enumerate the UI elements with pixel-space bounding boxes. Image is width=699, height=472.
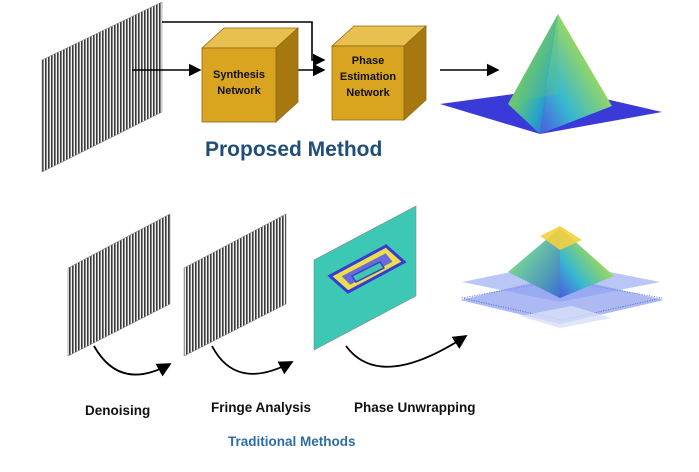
arrow-icon: [93, 345, 172, 377]
proposed-method-title: Proposed Method: [205, 138, 383, 161]
fringe-pattern-icon: [67, 213, 171, 357]
step-denoising-label: Denoising: [85, 403, 151, 418]
fringe-pattern-icon: [41, 1, 163, 173]
phase-estimation-network-box: Phase Estimation Network: [330, 25, 428, 121]
step-phase-unwrapping-label: Phase Unwrapping: [354, 400, 476, 415]
arrow-icon: [162, 21, 326, 67]
step-fringe-analysis-label: Fringe Analysis: [211, 400, 312, 415]
wrapped-phase-icon: [313, 205, 417, 351]
synthesis-network-box: Synthesis Network: [200, 27, 300, 123]
arrow-icon: [345, 335, 468, 368]
phase-label-line2: Estimation: [340, 71, 397, 83]
traditional-methods-title: Traditional Methods: [228, 434, 356, 449]
arrow-icon: [211, 345, 294, 375]
synthesis-label-line2: Network: [217, 85, 261, 97]
noisy-surface-icon: [460, 226, 664, 328]
phase-label-line1: Phase: [352, 55, 384, 67]
synthesis-label-line1: Synthesis: [213, 69, 265, 81]
pyramid-surface-icon: [440, 14, 662, 134]
phase-label-line3: Network: [346, 87, 390, 99]
fringe-pattern-icon: [183, 213, 287, 357]
